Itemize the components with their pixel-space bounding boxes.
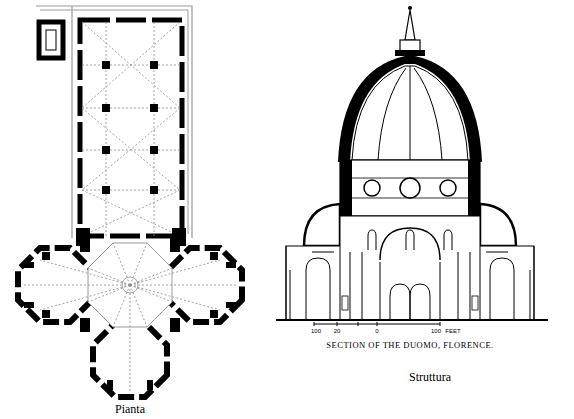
section-title: Struttura [409,371,451,383]
scale-number: 0 [375,328,378,334]
scale-number: 100 [311,328,321,334]
plan-title: Pianta [115,403,145,415]
figure-caption: SECTION OF THE DUOMO, FLORENCE. [326,341,493,350]
scale-number: 100 [431,328,441,334]
scale-number: 20 [334,328,341,334]
scale-unit: FEET [445,328,460,334]
